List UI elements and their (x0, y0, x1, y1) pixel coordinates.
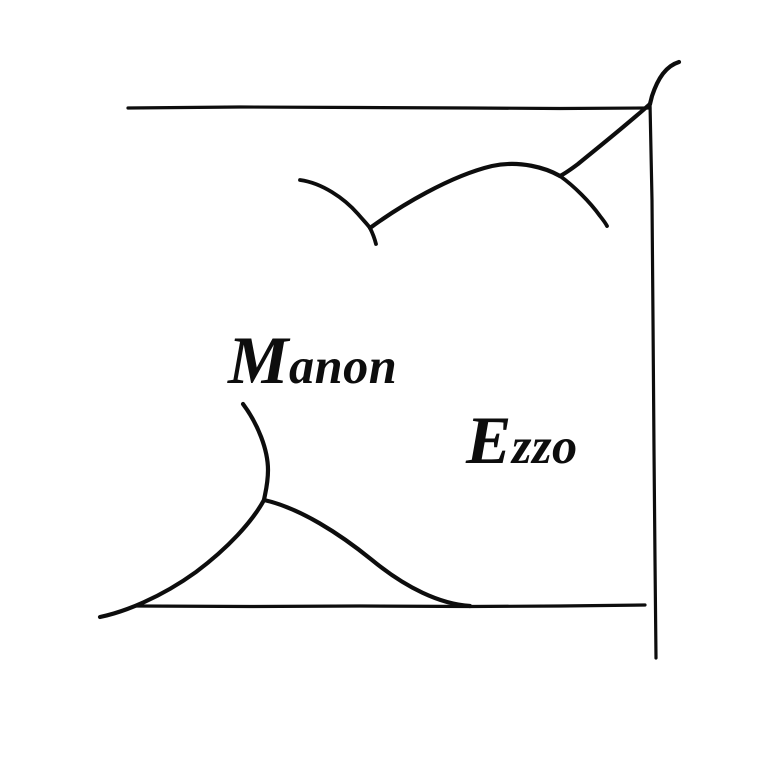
label-manon-remainder: anon (288, 338, 398, 394)
bottom-horizontal-rule (134, 603, 647, 609)
top-right-rising-curve (647, 59, 682, 107)
top-horizontal-rule (126, 105, 652, 111)
label-ezzo-remainder: zzo (511, 418, 578, 474)
upper-right-descending-tail (558, 174, 609, 228)
lower-right-bump-arc (261, 497, 473, 609)
upper-left-wing-curve (298, 178, 372, 230)
upper-hump-arc (367, 161, 563, 231)
label-ezzo: Ezzo (466, 406, 578, 474)
upper-cusp-descending-tail (368, 226, 378, 246)
label-manon: Manon (228, 326, 397, 394)
label-manon-initial: M (228, 322, 289, 398)
upper-right-diagonal-curve (557, 101, 653, 179)
lower-vertical-stem-curve (240, 401, 271, 503)
right-vertical-rule (648, 101, 658, 660)
lower-left-descending-tail (97, 497, 267, 620)
label-ezzo-initial: E (466, 402, 512, 478)
